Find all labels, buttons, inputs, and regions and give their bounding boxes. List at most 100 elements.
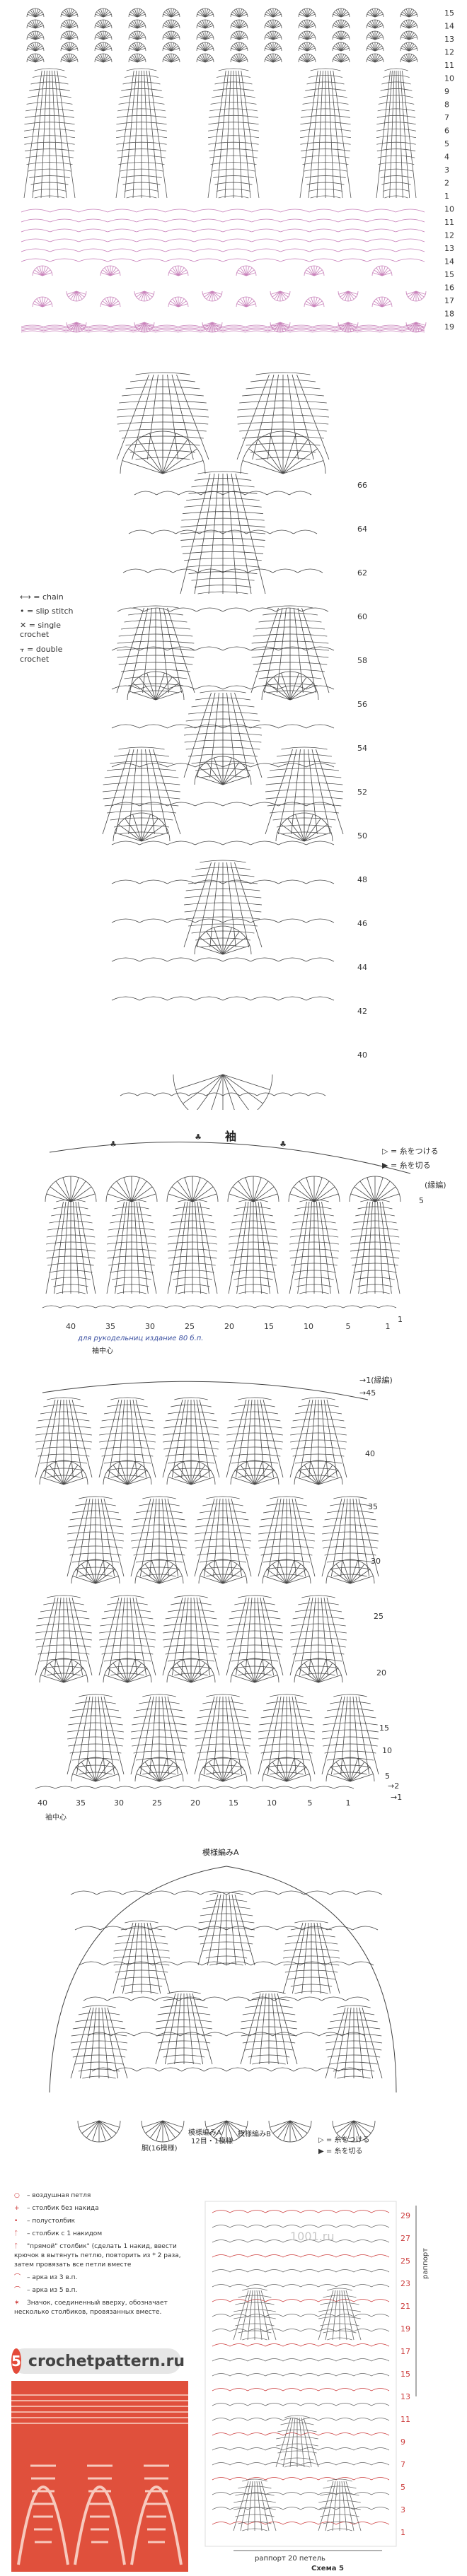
double-crochet-stitch [144, 322, 154, 326]
double-crochet-stitch [342, 291, 349, 300]
chain-arc [335, 326, 358, 329]
double-crochet-stitch [137, 20, 141, 29]
double-crochet-stitch [289, 683, 313, 701]
double-crochet-stitch [183, 1659, 192, 1683]
double-crochet-stitch [246, 267, 253, 276]
chain-arc [318, 2254, 337, 2258]
stitch-row [174, 1595, 208, 1598]
lower-shell [270, 291, 291, 302]
stitch-line [44, 1399, 59, 1478]
chain-arc [353, 2358, 372, 2362]
double-crochet-stitch [209, 322, 213, 332]
chain-arc [402, 330, 425, 333]
bottom-fan [173, 1074, 273, 1110]
chain-arc [353, 2507, 372, 2510]
row-number: 1 [400, 2528, 405, 2537]
double-crochet-stitch [202, 20, 206, 29]
chain-arc [167, 918, 195, 923]
double-crochet-stitch [137, 45, 144, 52]
double-crochet-stitch [238, 23, 246, 29]
chain-arc [265, 2507, 284, 2510]
double-crochet-stitch [95, 36, 104, 40]
chain-arc [247, 2507, 266, 2510]
stitch-line [340, 1696, 348, 1775]
stitch-line [115, 1201, 127, 1294]
fan-arc [60, 42, 79, 52]
double-crochet-stitch [347, 2120, 354, 2141]
chain-arc [371, 2492, 390, 2495]
double-crochet-stitch [171, 59, 180, 63]
stitch-line [167, 1696, 188, 1775]
double-crochet-stitch [70, 1193, 96, 1202]
double-crochet-stitch [238, 54, 243, 63]
chain-arc [139, 724, 168, 729]
fan-arc [196, 53, 214, 63]
fan-arc [236, 296, 257, 308]
chain-arc [139, 996, 168, 1001]
double-crochet-stitch [103, 23, 110, 29]
double-crochet-stitch [254, 1461, 263, 1485]
double-crochet-stitch [141, 818, 158, 842]
chain-arc [371, 2254, 390, 2258]
double-crochet-stitch [295, 1477, 319, 1485]
double-crochet-stitch [277, 322, 281, 332]
fan-arc [400, 30, 418, 40]
fan-arc [202, 291, 223, 302]
double-crochet-stitch [222, 931, 240, 955]
top-shell [128, 19, 146, 29]
fan-arc [294, 1460, 343, 1485]
double-crochet-stitch [67, 291, 77, 295]
top-shell [298, 30, 316, 40]
stitch-line [256, 2290, 263, 2341]
stitch-row [218, 68, 249, 71]
double-crochet-stitch [222, 1758, 231, 1782]
chain-arc [95, 1305, 114, 1309]
fan-arc [26, 8, 45, 18]
top-shell [264, 42, 282, 52]
chain-arc [289, 327, 313, 330]
fan-arc [120, 431, 206, 474]
row-number: 3 [400, 2505, 405, 2514]
chain-arc [21, 330, 44, 333]
double-crochet-stitch [286, 1762, 301, 1782]
stitch-line [195, 1201, 202, 1294]
stitch-line [135, 1597, 156, 1676]
lower-shell [371, 296, 393, 308]
stitch-line [231, 1498, 252, 1577]
double-crochet-stitch [266, 11, 274, 18]
chain-arc [167, 957, 195, 962]
chain-arc [312, 327, 335, 330]
double-crochet-stitch [408, 8, 413, 18]
stitch-line [134, 1201, 141, 1294]
double-crochet-stitch [340, 23, 348, 29]
chain-arc [289, 491, 312, 496]
chain-arc [96, 1890, 123, 1895]
stitch-number: 40 [38, 1798, 47, 1808]
stitch-line [345, 2290, 362, 2341]
bodice-pineapple [265, 747, 344, 835]
fan-arc [162, 53, 180, 63]
stitch-line [343, 2290, 354, 2341]
double-crochet-stitch [340, 31, 345, 40]
double-crochet-stitch [151, 1560, 160, 1584]
chain-arc [133, 326, 156, 329]
double-crochet-stitch [69, 13, 78, 18]
stitch-line [183, 862, 212, 948]
double-crochet-stitch [306, 36, 316, 40]
chain-arc [278, 763, 306, 768]
double-crochet-stitch [192, 1177, 201, 1202]
row-number: 17 [400, 2347, 410, 2356]
double-crochet-stitch [368, 57, 376, 63]
sleeve-pineapple [106, 1199, 157, 1294]
stitch-line [107, 2007, 128, 2079]
double-crochet-stitch [92, 2120, 100, 2141]
bodice-fan [194, 925, 252, 955]
top-shell [60, 42, 79, 52]
stitch-line [231, 1696, 252, 1775]
double-crochet-stitch [103, 36, 112, 40]
double-crochet-stitch [63, 1659, 71, 1683]
double-crochet-stitch [95, 1569, 115, 1584]
top-shell [230, 53, 248, 63]
chain-arc [195, 646, 224, 651]
double-crochet-stitch [240, 267, 247, 276]
